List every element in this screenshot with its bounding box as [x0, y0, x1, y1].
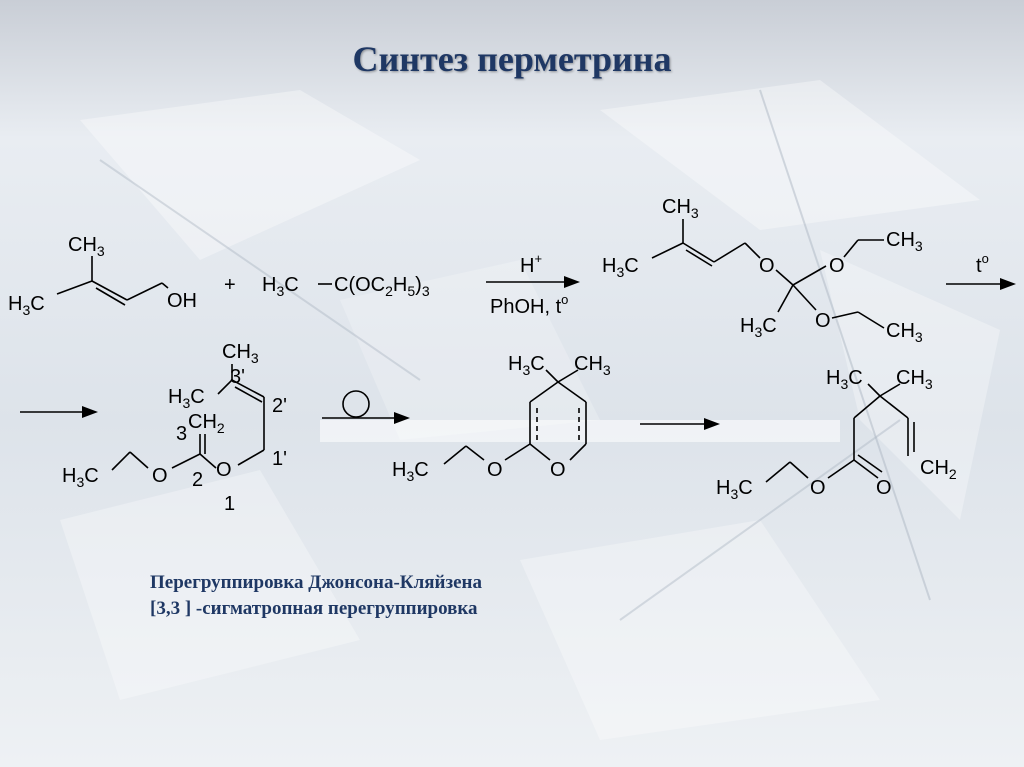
svg-text:C(OC2H5)3: C(OC2H5)3 [334, 274, 430, 299]
svg-text:H3C: H3C [826, 367, 863, 392]
svg-text:CH3: CH3 [574, 353, 611, 378]
svg-text:PhOH, to: PhOH, to [490, 292, 568, 318]
svg-text:O: O [487, 459, 503, 481]
svg-text:H3C: H3C [392, 459, 429, 484]
svg-text:CH2: CH2 [920, 457, 957, 482]
svg-text:O: O [810, 477, 826, 499]
svg-text:2: 2 [192, 469, 203, 491]
svg-text:H3C: H3C [62, 465, 99, 490]
caption-line-2: [3,3 ] -сигматропная перегруппировка [150, 598, 478, 619]
svg-text:CH3: CH3 [886, 320, 923, 345]
svg-text:1': 1' [272, 448, 287, 470]
svg-text:O: O [815, 310, 831, 332]
svg-text:1: 1 [224, 493, 235, 515]
molecule-product-ester: H3C CH3 CH2 H3C O O [716, 367, 957, 502]
svg-text:H3C: H3C [8, 293, 45, 318]
caption-line-1: Перегруппировка Джонсона-Кляйзена [150, 572, 482, 593]
svg-text:to: to [976, 251, 989, 277]
svg-text:O: O [759, 255, 775, 277]
reaction-arrow-3 [322, 390, 410, 424]
page-title: Синтез перметрина [352, 39, 672, 79]
reaction-arrow-2: to [946, 251, 1016, 290]
svg-text:H3C: H3C [168, 386, 205, 411]
molecule-triethyl-orthoacetate: H3C C(OC2H5)3 [262, 274, 430, 299]
molecule-orthoester-intermediate: CH3 H3C O CH3 H3C O CH3 O [602, 196, 923, 345]
molecule-prenol: CH3 H3C OH [8, 234, 197, 318]
svg-text:OH: OH [167, 290, 197, 312]
svg-text:H3C: H3C [262, 274, 299, 299]
svg-text:2': 2' [272, 395, 287, 417]
svg-text:CH3: CH3 [886, 229, 923, 254]
svg-text:CH2: CH2 [188, 411, 225, 436]
svg-text:O: O [550, 459, 566, 481]
reaction-arrow-1: H+ PhOH, to [486, 251, 580, 318]
svg-text:H3C: H3C [740, 315, 777, 340]
svg-text:H3C: H3C [508, 353, 545, 378]
svg-text:O: O [829, 255, 845, 277]
svg-text:CH3: CH3 [222, 341, 259, 366]
reaction-arrow-4 [640, 418, 720, 430]
svg-text:H+: H+ [520, 251, 542, 277]
svg-text:3': 3' [230, 366, 245, 388]
continuation-arrow [20, 406, 98, 418]
molecule-transition-state: H3C CH3 H3C O O [392, 353, 611, 484]
molecule-ketene-acetal: CH3 3' H3C 2' CH2 3 1' H3C O O 2 1 [62, 341, 287, 515]
svg-text:3: 3 [176, 423, 187, 445]
svg-text:H3C: H3C [716, 477, 753, 502]
svg-text:H3C: H3C [602, 255, 639, 280]
plus-sign: + [224, 274, 236, 296]
svg-text:O: O [152, 465, 168, 487]
svg-text:CH3: CH3 [662, 196, 699, 221]
svg-text:O: O [876, 477, 892, 499]
svg-text:O: O [216, 459, 232, 481]
svg-text:CH3: CH3 [896, 367, 933, 392]
svg-text:CH3: CH3 [68, 234, 105, 259]
caption: Перегруппировка Джонсона-Кляйзена [3,3 ]… [150, 570, 482, 622]
